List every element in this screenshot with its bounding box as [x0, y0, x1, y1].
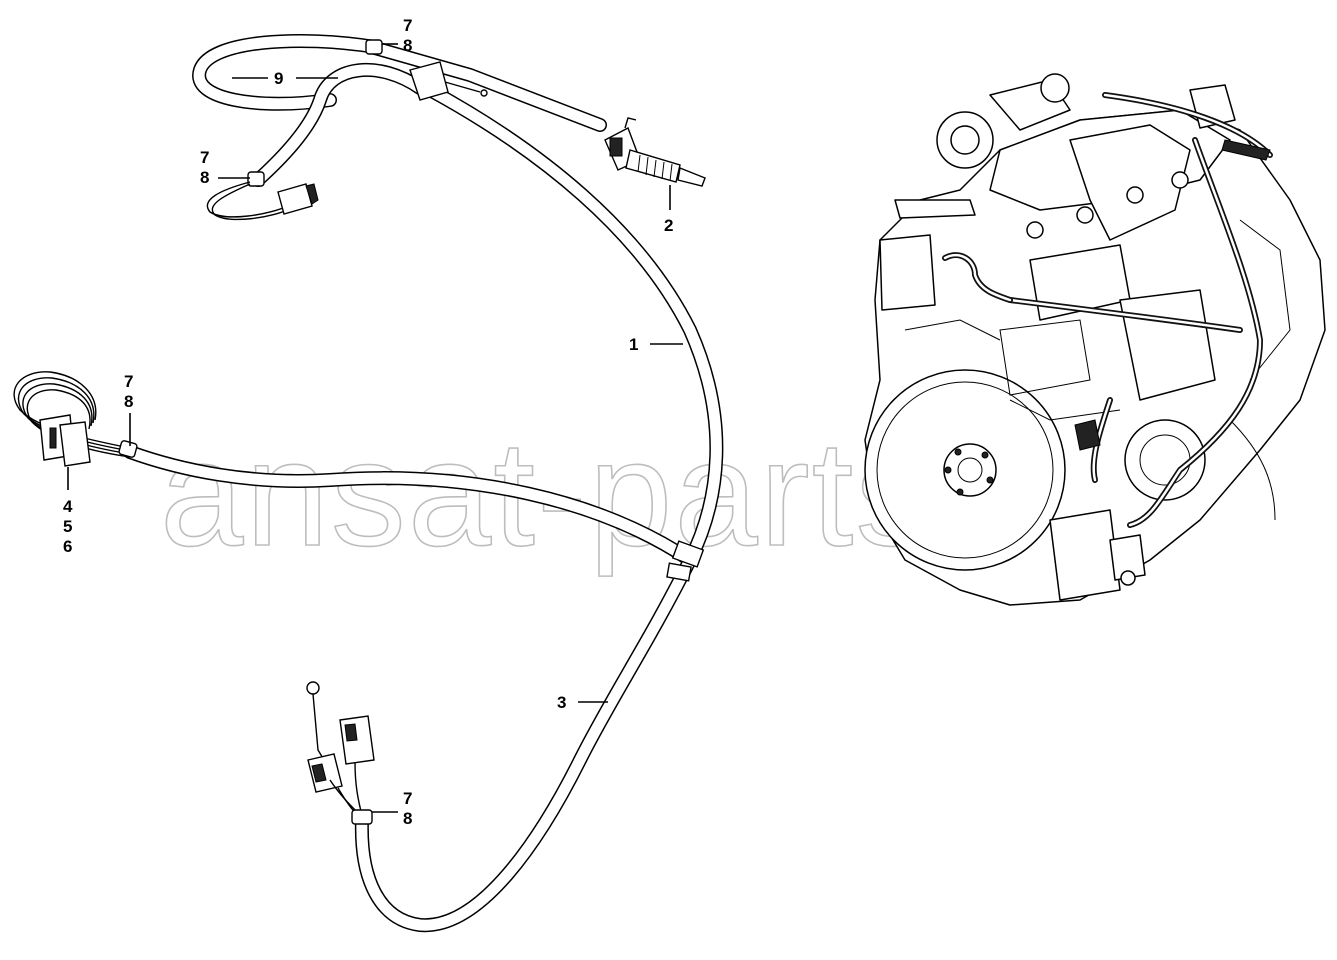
callout-8-left: 8	[200, 168, 209, 187]
callout-5: 5	[63, 517, 72, 536]
connector-parts-4-5-6	[13, 371, 138, 467]
sensor-part-2	[604, 117, 706, 187]
callout-8-top: 8	[403, 36, 412, 55]
callout-9: 9	[274, 69, 283, 88]
callout-7-mid: 7	[124, 372, 133, 391]
callout-4: 4	[63, 497, 73, 516]
callout-8-mid: 8	[124, 392, 133, 411]
callout-7-bottom: 7	[403, 789, 412, 808]
callout-6: 6	[63, 537, 72, 556]
callout-7-top: 7	[403, 16, 412, 35]
engine-assembly	[864, 73, 1326, 606]
connector-bottom-group	[306, 681, 375, 825]
callout-3: 3	[557, 693, 566, 712]
callout-7-left: 7	[200, 148, 209, 167]
harness-top-loop	[192, 33, 607, 221]
callout-2: 2	[664, 216, 673, 235]
callout-1: 1	[629, 335, 638, 354]
callout-8-bottom: 8	[403, 809, 412, 828]
harness-main	[123, 83, 724, 933]
leader-lines	[67, 43, 683, 813]
